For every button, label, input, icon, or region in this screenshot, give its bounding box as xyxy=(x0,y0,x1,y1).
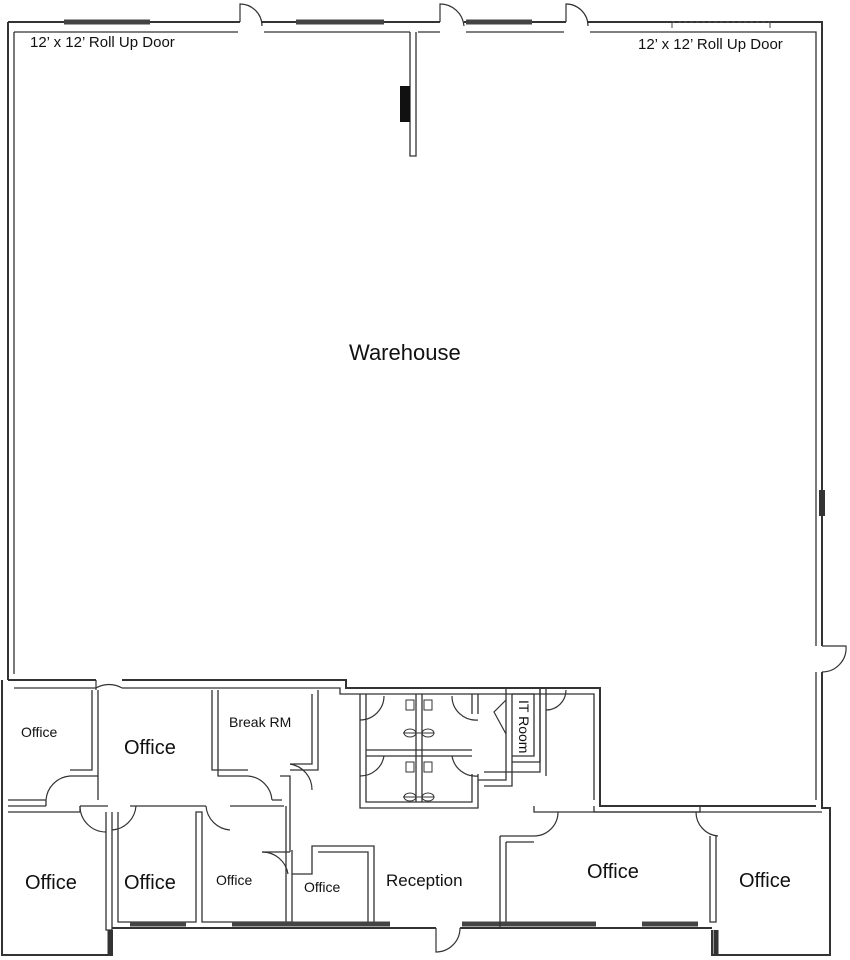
office-bottom-right-corner-label: Office xyxy=(739,870,791,892)
it-room-label: IT Room xyxy=(516,700,532,754)
entrance-door xyxy=(435,927,461,953)
office-top-left-large-label: Office xyxy=(124,737,176,759)
room-break xyxy=(289,690,319,791)
room-it xyxy=(478,687,567,787)
top-windows xyxy=(64,19,771,28)
office-bottom-4-label: Office xyxy=(304,879,341,895)
office-top-left-small-label: Office xyxy=(21,724,58,740)
break-room-label: Break RM xyxy=(229,714,292,730)
office-bottom-2-label: Office xyxy=(124,872,176,894)
roll-up-door-left-label: 12’ x 12’ Roll Up Door xyxy=(30,34,175,51)
office-bottom-right-large-label: Office xyxy=(587,861,639,883)
office-bottom-3-label: Office xyxy=(216,872,253,888)
bottom-offices xyxy=(105,775,375,931)
roll-up-door-right-label: 12’ x 12’ Roll Up Door xyxy=(638,36,783,53)
top-doors xyxy=(239,3,847,673)
outer-walls xyxy=(1,21,831,956)
reception-label: Reception xyxy=(386,871,463,890)
warehouse-partition xyxy=(400,32,825,516)
office-bottom-1-label: Office xyxy=(25,872,77,894)
restrooms xyxy=(359,694,479,809)
bottom-windows xyxy=(107,921,719,955)
corridor xyxy=(8,800,284,833)
warehouse-label: Warehouse xyxy=(349,340,461,365)
room-office-top-left-large xyxy=(45,680,282,801)
room-office-top-left-small xyxy=(8,690,99,807)
right-offices xyxy=(499,811,719,928)
